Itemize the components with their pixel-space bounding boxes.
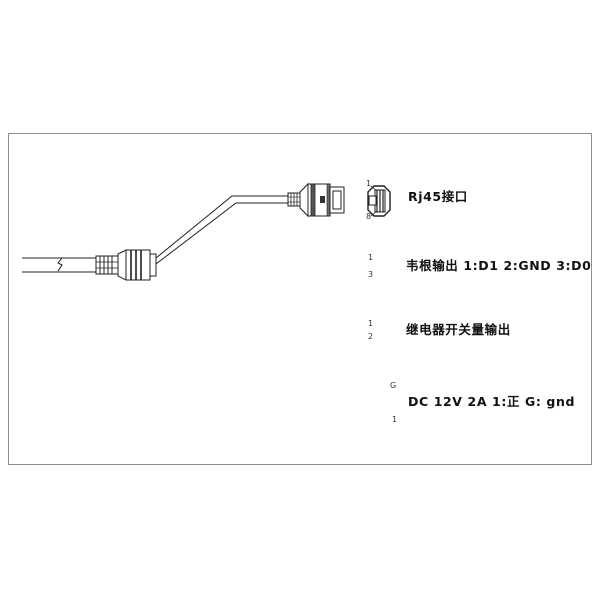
rj45-jack-face-icon <box>367 185 391 217</box>
dc-power-label: DC 12V 2A 1:正 G: gnd <box>408 394 575 409</box>
relay-pin-top-number: 1 <box>368 319 374 328</box>
power-pin-bottom-number: 1 <box>392 415 398 424</box>
rj45-pin-bottom-number: 8 <box>366 212 372 221</box>
rj45-connector <box>287 182 345 218</box>
harness-junction-body <box>117 249 157 281</box>
wiegand-pin-top-number: 1 <box>368 253 374 262</box>
rj45-label: Rj45接口 <box>408 189 468 204</box>
relay-output-label: 继电器开关量输出 <box>406 322 511 337</box>
power-pin-top-number: G <box>390 381 397 390</box>
main-trunk-cable <box>22 257 96 273</box>
diagram-frame-border <box>8 133 592 465</box>
relay-pin-bottom-number: 2 <box>368 332 374 341</box>
strain-relief-boot <box>95 255 119 275</box>
rj45-pin-top-number: 1 <box>366 179 372 188</box>
branch-wire-rj45 <box>155 195 292 265</box>
wiegand-output-label: 韦根输出 1:D1 2:GND 3:D0 <box>406 258 592 273</box>
wiegand-pin-bottom-number: 3 <box>368 270 374 279</box>
